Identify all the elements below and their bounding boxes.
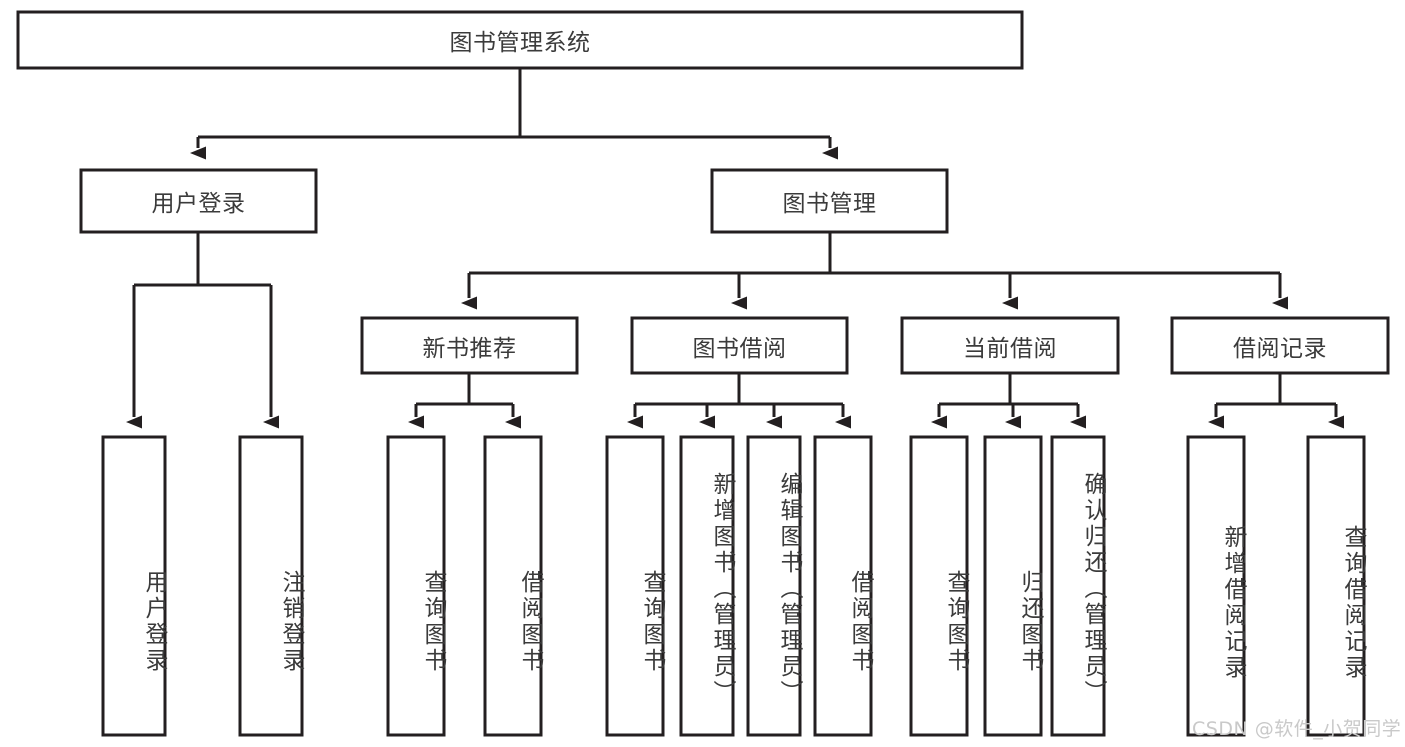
node-box-book-borrow[interactable]: [630, 316, 849, 375]
leaf-box-borrow-book[interactable]: [813, 435, 873, 737]
leaf-box-borrow-book-rec[interactable]: [483, 435, 543, 737]
leaf-box-confirm-return-admin[interactable]: [1050, 435, 1106, 737]
node-box-new-book-recommend[interactable]: [360, 316, 579, 375]
node-box-current-borrow[interactable]: [900, 316, 1120, 375]
node-box-book-management[interactable]: [710, 168, 949, 234]
leaf-box-query-book-current[interactable]: [909, 435, 969, 737]
csdn-watermark: CSDN @软件_小贺同学: [1192, 718, 1402, 740]
leaf-box-add-borrow-record[interactable]: [1186, 435, 1246, 737]
leaf-box-add-book-admin[interactable]: [679, 435, 735, 737]
leaf-box-logout-login[interactable]: [238, 435, 304, 737]
leaf-box-query-borrow-record[interactable]: [1306, 435, 1366, 737]
node-box-user-login[interactable]: [79, 168, 318, 234]
leaf-box-query-book-rec[interactable]: [386, 435, 446, 737]
leaf-box-user-login[interactable]: [101, 435, 167, 737]
leaf-box-edit-book-admin[interactable]: [746, 435, 802, 737]
node-box-root[interactable]: [16, 10, 1024, 70]
leaf-box-return-book[interactable]: [983, 435, 1043, 737]
node-box-borrow-record[interactable]: [1170, 316, 1390, 375]
leaf-box-query-book-borrow[interactable]: [605, 435, 665, 737]
